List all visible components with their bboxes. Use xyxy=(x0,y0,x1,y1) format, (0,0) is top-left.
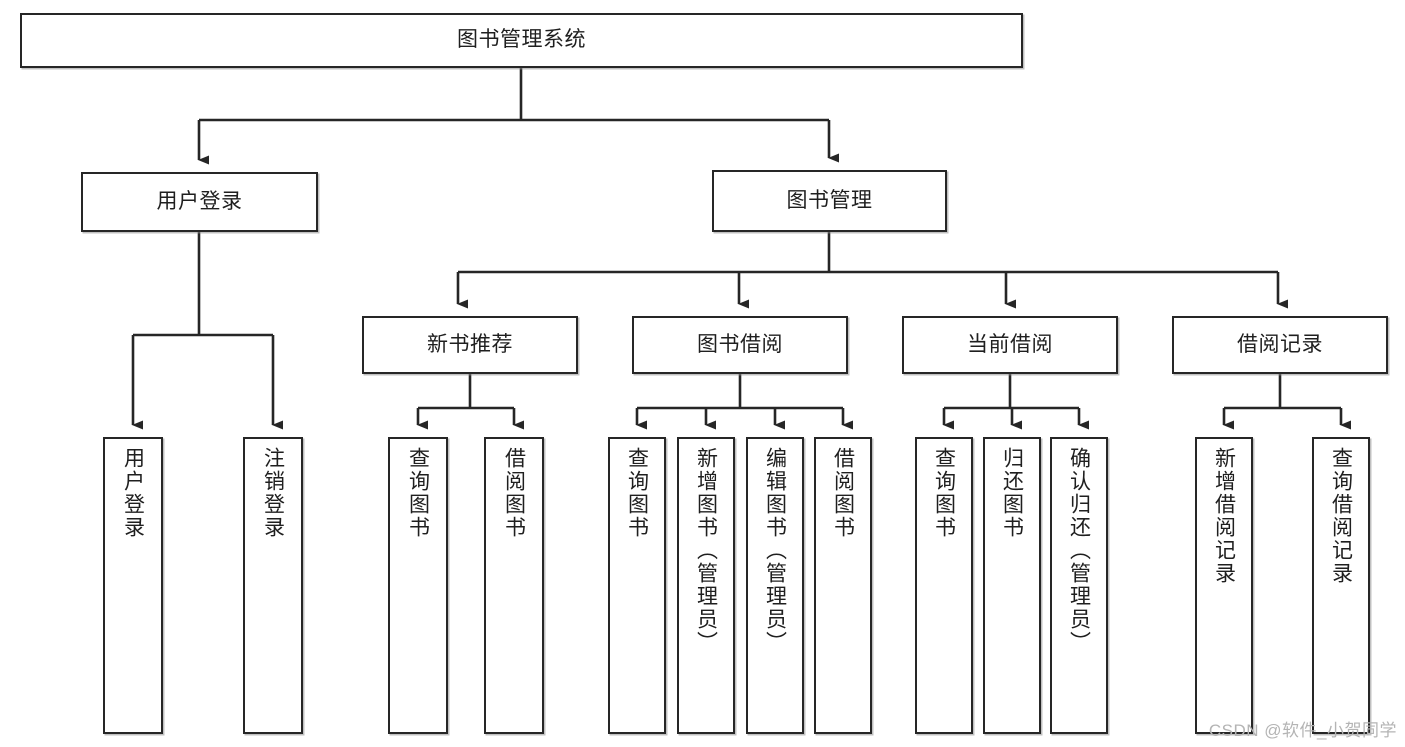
node-book-management[interactable]: 图书管理 xyxy=(712,170,947,232)
node-root-system[interactable]: 图书管理系统 xyxy=(20,13,1023,68)
node-label: 图书管理 xyxy=(786,188,873,212)
node-leaf-borrow-book[interactable]: 借阅图书 xyxy=(814,437,872,734)
node-leaf-add-book[interactable]: 新增图书（管理员） xyxy=(677,437,735,734)
node-label: 当前借阅 xyxy=(967,332,1053,356)
node-label: 查询图书 xyxy=(406,447,430,539)
node-leaf-query-book-current[interactable]: 查询图书 xyxy=(915,437,973,734)
node-label: 图书管理系统 xyxy=(457,28,586,52)
node-label: 归还图书 xyxy=(1000,447,1024,539)
node-leaf-query-book-borrow[interactable]: 查询图书 xyxy=(608,437,666,734)
node-book-borrow[interactable]: 图书借阅 xyxy=(632,316,848,374)
node-leaf-edit-book[interactable]: 编辑图书（管理员） xyxy=(746,437,804,734)
watermark-text: CSDN @软件_小贺同学 xyxy=(1208,721,1397,740)
node-leaf-query-borrow-record[interactable]: 查询借阅记录 xyxy=(1312,437,1370,734)
node-label: 查询图书 xyxy=(932,447,956,539)
node-leaf-return-book[interactable]: 归还图书 xyxy=(983,437,1041,734)
node-borrow-record[interactable]: 借阅记录 xyxy=(1172,316,1388,374)
node-leaf-confirm-return[interactable]: 确认归还（管理员） xyxy=(1050,437,1108,734)
node-current-borrow[interactable]: 当前借阅 xyxy=(902,316,1118,374)
node-label: 借阅图书 xyxy=(502,447,526,539)
node-label: 用户登录 xyxy=(156,189,243,213)
node-leaf-user-login[interactable]: 用户登录 xyxy=(103,437,163,734)
node-new-book-recommend[interactable]: 新书推荐 xyxy=(362,316,578,374)
node-label: 注销登录 xyxy=(261,447,285,539)
node-label: 新书推荐 xyxy=(427,332,513,356)
node-label: 确认归还（管理员） xyxy=(1067,447,1091,654)
node-user-login[interactable]: 用户登录 xyxy=(81,172,318,232)
node-label: 用户登录 xyxy=(121,447,145,539)
node-label: 新增图书（管理员） xyxy=(694,447,718,654)
node-label: 查询借阅记录 xyxy=(1329,447,1353,585)
node-leaf-borrow-book-recommend[interactable]: 借阅图书 xyxy=(484,437,544,734)
node-label: 新增借阅记录 xyxy=(1212,447,1236,585)
node-label: 图书借阅 xyxy=(697,332,783,356)
node-label: 借阅图书 xyxy=(831,447,855,539)
node-label: 查询图书 xyxy=(625,447,649,539)
node-leaf-query-book-recommend[interactable]: 查询图书 xyxy=(388,437,448,734)
node-leaf-logout-login[interactable]: 注销登录 xyxy=(243,437,303,734)
node-label: 编辑图书（管理员） xyxy=(763,447,787,654)
node-leaf-add-borrow-record[interactable]: 新增借阅记录 xyxy=(1195,437,1253,734)
node-label: 借阅记录 xyxy=(1237,332,1323,356)
